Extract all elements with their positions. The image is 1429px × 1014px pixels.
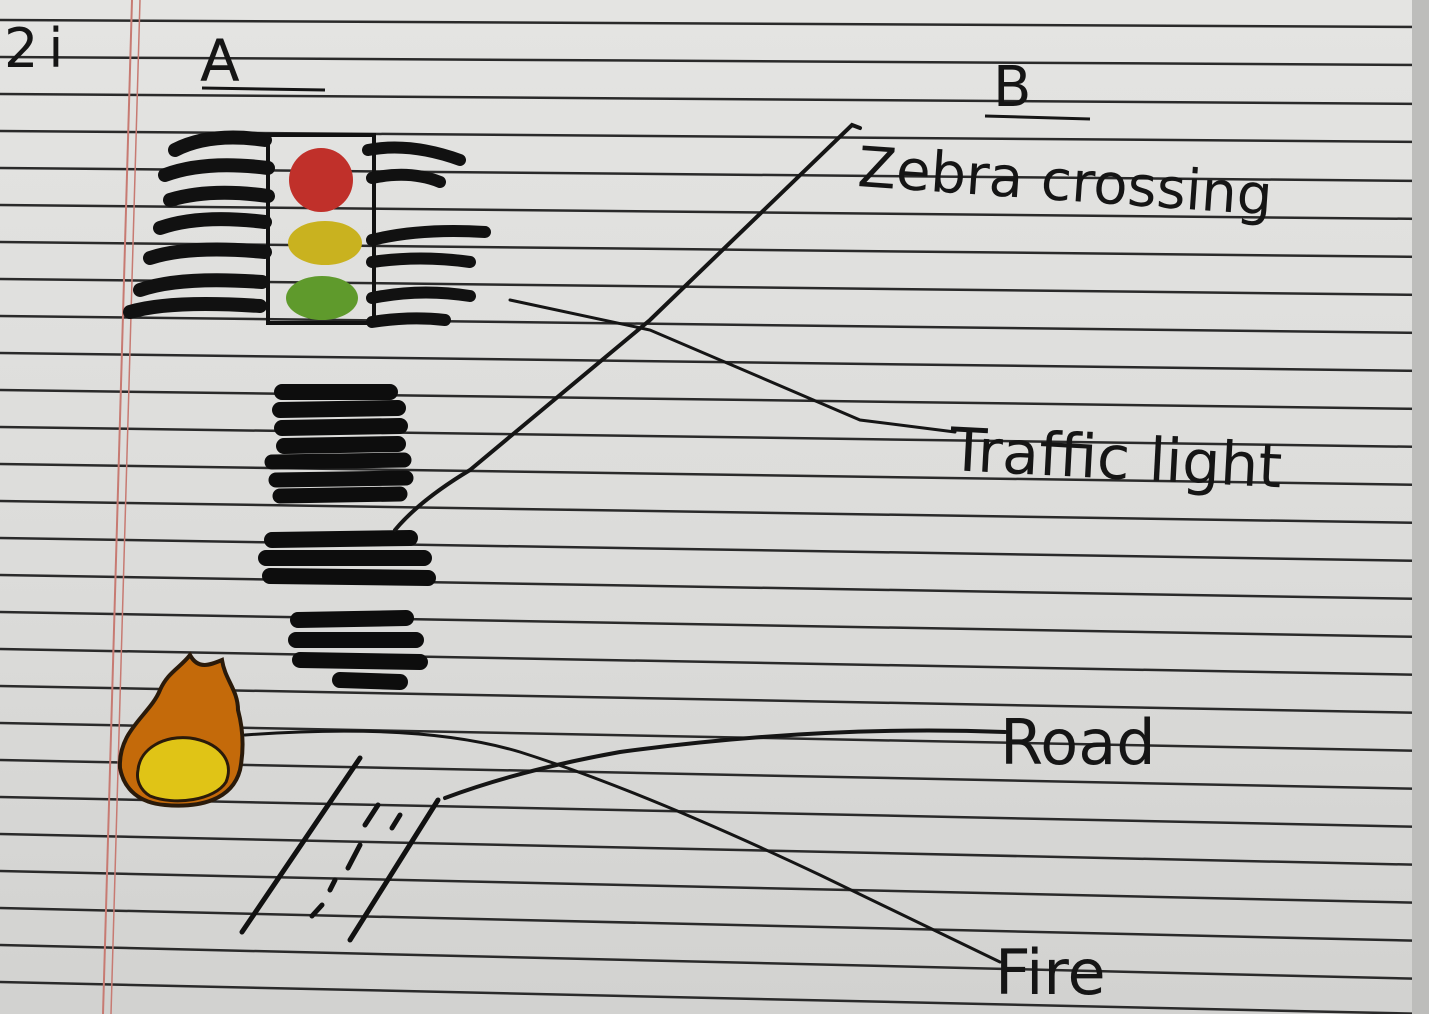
column-b-heading: B (993, 55, 1032, 120)
question-number: 2i (4, 17, 74, 80)
matching-lines (243, 122, 1007, 964)
match-line-zebra (393, 122, 862, 532)
label-traffic-light: Traffic light (948, 415, 1284, 503)
column-b-underline (984, 114, 1091, 121)
zebra-crossing-drawing (258, 384, 436, 690)
label-fire: Fire (995, 936, 1106, 1009)
green-light-icon (286, 276, 358, 320)
yellow-light-icon (288, 221, 362, 265)
road-drawing (239, 755, 441, 943)
column-a-underline (201, 86, 326, 92)
margin-line (102, 0, 133, 1014)
label-road: Road (1000, 706, 1156, 779)
fire-drawing (117, 651, 245, 808)
match-line-road (443, 728, 1007, 800)
match-line-fire (243, 729, 1002, 964)
column-a-heading: A (200, 27, 240, 95)
traffic-light-drawing (123, 130, 491, 328)
match-line-traffic (508, 298, 957, 434)
red-light-icon (289, 148, 353, 212)
